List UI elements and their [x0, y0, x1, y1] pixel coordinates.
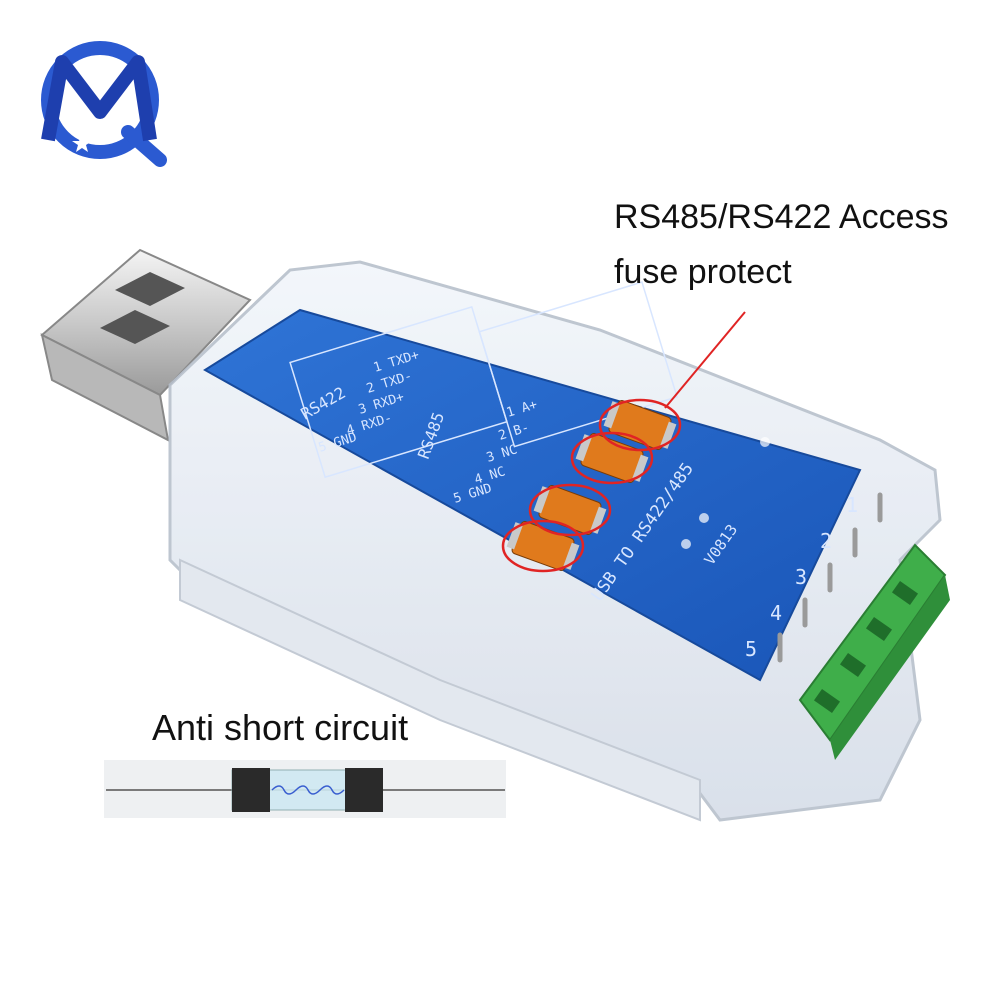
callout-circles [501, 398, 682, 573]
terminal-number: 5 [745, 637, 757, 661]
caption-anti-short-circuit: Anti short circuit [152, 707, 409, 748]
glass-fuse-illustration [104, 760, 506, 818]
terminal-block [777, 492, 950, 760]
caption-access: RS485/RS422 Access [614, 198, 949, 236]
terminal-number: 4 [770, 601, 782, 625]
caption-fuse-protect: fuse protect [614, 253, 792, 291]
mq-logo-icon [41, 41, 167, 167]
terminal-number: 1 [846, 493, 858, 517]
terminal-number: 2 [820, 529, 832, 553]
fuse-components [501, 311, 746, 573]
usb-plug [40, 248, 252, 442]
terminal-number-labels: 1 2 3 4 5 [745, 493, 858, 661]
callout-line [664, 311, 746, 409]
terminal-number: 3 [795, 565, 807, 589]
